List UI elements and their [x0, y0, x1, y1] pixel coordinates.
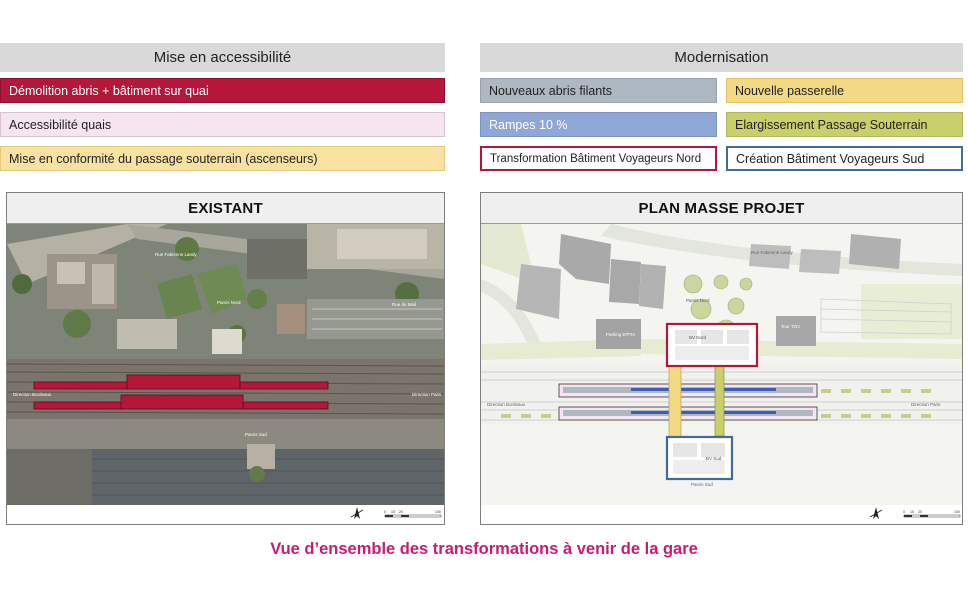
project-panel: PLAN MASSE PROJET — [480, 192, 963, 525]
svg-text:100: 100 — [435, 510, 441, 514]
existing-label-rue-mail: Rue du Mail — [392, 302, 416, 307]
svg-text:20: 20 — [399, 510, 403, 514]
existing-label-direction-bordeaux: Direction Bordeaux — [13, 392, 52, 397]
modernisation-header: Modernisation — [480, 43, 963, 72]
legend-item-demolition: Démolition abris + bâtiment sur quai — [0, 78, 445, 103]
project-label-parvis-sud: Parvis Sud — [691, 482, 713, 487]
project-title: PLAN MASSE PROJET — [481, 193, 962, 224]
project-label-direction-bordeaux: Direction Bordeaux — [487, 402, 526, 407]
legend-item-passerelle: Nouvelle passerelle — [726, 78, 963, 103]
project-label-parvis-nord: Parvis Nord — [686, 298, 710, 303]
existing-aerial-map: Rue Fabienne Landy Parvis Nord Direction… — [7, 224, 444, 505]
north-arrow-icon — [869, 507, 883, 519]
legend-item-passage-souterrain: Mise en conformité du passage souterrain… — [0, 146, 445, 171]
project-plan-map: Rue Fabienne Landy Parvis Nord Parking E… — [481, 224, 962, 505]
legend-item-abris-filants: Nouveaux abris filants — [480, 78, 717, 103]
existing-title: EXISTANT — [7, 193, 444, 224]
existing-panel: EXISTANT — [6, 192, 445, 525]
project-label-tour-tgv: Tour TGV — [781, 324, 800, 329]
legend-item-bv-sud: Création Bâtiment Voyageurs Sud — [726, 146, 963, 171]
legend-item-rampes: Rampes 10 % — [480, 112, 717, 137]
caption: Vue d’ensemble des transformations à ven… — [270, 540, 698, 558]
svg-text:10: 10 — [391, 510, 395, 514]
project-label-bv-sud: BV Sud — [706, 456, 722, 461]
svg-text:0: 0 — [384, 510, 386, 514]
svg-text:10: 10 — [910, 510, 914, 514]
svg-text:0: 0 — [903, 510, 905, 514]
accessibility-header: Mise en accessibilité — [0, 43, 445, 72]
project-label-bv-nord: BV Nord — [689, 335, 707, 340]
svg-text:20: 20 — [918, 510, 922, 514]
legend-item-elargissement: Elargissement Passage Souterrain — [726, 112, 963, 137]
existing-label-direction-paris: Direction Paris — [412, 392, 442, 397]
project-label-parking: Parking EFFIA — [606, 332, 635, 337]
existing-label-parvis-sud: Parvis Sud — [245, 432, 267, 437]
north-arrow-icon — [350, 507, 364, 519]
legend-item-accessibilite-quais: Accessibilité quais — [0, 112, 445, 137]
existing-label-street: Rue Fabienne Landy — [155, 252, 198, 257]
project-scale-bar: 0 10 20 100 — [869, 507, 961, 519]
project-label-street: Rue Fabienne Landy — [751, 250, 794, 255]
project-label-direction-paris: Direction Paris — [911, 402, 941, 407]
svg-text:100: 100 — [954, 510, 960, 514]
existing-label-parvis-nord: Parvis Nord — [217, 300, 241, 305]
legend-item-bv-nord: Transformation Bâtiment Voyageurs Nord — [480, 146, 717, 171]
existing-scale-bar: 0 10 20 100 — [350, 507, 442, 519]
